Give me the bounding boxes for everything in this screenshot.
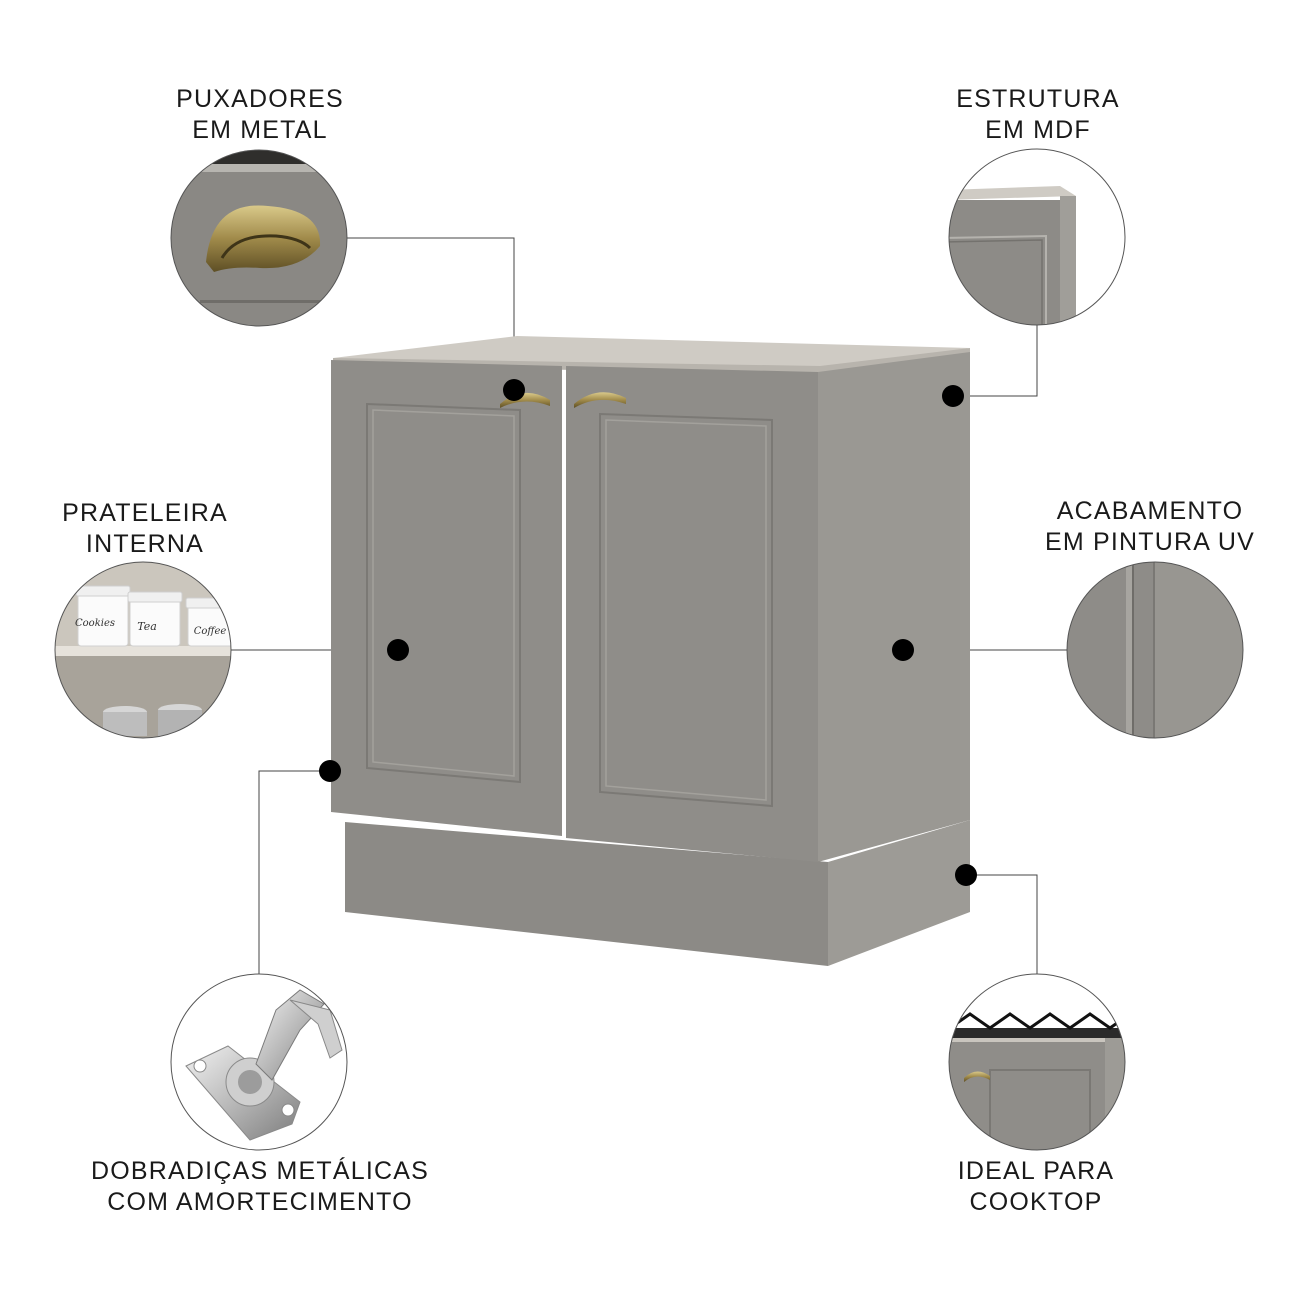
label-puxadores: PUXADORES EM METAL	[110, 84, 410, 146]
label-dobradicas-line2: COM AMORTECIMENTO	[107, 1188, 413, 1216]
label-estrutura: ESTRUTURA EM MDF	[888, 84, 1188, 146]
cabinet	[331, 336, 970, 966]
hinge-detail-image	[170, 973, 348, 1151]
marker-puxadores	[503, 379, 525, 401]
label-estrutura-line1: ESTRUTURA	[956, 85, 1120, 113]
leader-line-estrutura	[953, 325, 1038, 397]
label-acabamento: ACABAMENTO EM PINTURA UV	[1000, 496, 1300, 558]
cabinet-door-left	[331, 360, 562, 836]
label-ideal-line1: IDEAL PARA	[957, 1157, 1115, 1185]
marker-prateleira	[387, 639, 409, 661]
uv-paint-detail-image	[1066, 561, 1244, 739]
label-acabamento-line1: ACABAMENTO	[1056, 497, 1244, 525]
label-prateleira: PRATELEIRA INTERNA	[0, 498, 290, 560]
leader-line-ideal	[966, 874, 1038, 974]
label-ideal: IDEAL PARA COOKTOP	[886, 1156, 1186, 1218]
cabinet-door-right-panel-inner	[605, 419, 767, 801]
jar-label-coffee: Coffee	[194, 626, 227, 637]
cabinet-door-right-panel	[599, 412, 773, 808]
cabinet-plinth-side	[828, 820, 970, 966]
label-dobradicas-line1: DOBRADIÇAS METÁLICAS	[91, 1157, 429, 1185]
marker-ideal	[955, 864, 977, 886]
mdf-edge-detail-image	[948, 148, 1126, 326]
label-prateleira-line1: PRATELEIRA	[62, 499, 228, 527]
label-acabamento-line2: EM PINTURA UV	[1044, 528, 1256, 556]
cabinet-handle-right	[574, 392, 626, 408]
label-dobradicas: DOBRADIÇAS METÁLICAS COM AMORTECIMENTO	[40, 1156, 480, 1218]
label-puxadores-line2: EM METAL	[192, 116, 328, 144]
handle-detail-image	[170, 149, 348, 327]
marker-acabamento	[892, 639, 914, 661]
markers	[319, 379, 977, 886]
cabinet-door-right	[566, 366, 818, 862]
cabinet-side-panel	[818, 352, 970, 862]
jar-label-tea: Tea	[137, 620, 157, 633]
cooktop-detail-image	[948, 973, 1126, 1151]
label-ideal-line2: COOKTOP	[969, 1188, 1103, 1216]
cabinet-plinth-front	[345, 822, 828, 966]
marker-dobradicas	[319, 760, 341, 782]
cabinet-door-left-panel	[366, 402, 521, 784]
label-puxadores-line1: PUXADORES	[176, 85, 344, 113]
label-prateleira-line2: INTERNA	[85, 530, 205, 558]
shelf-detail-image: Cookies Tea Coffee	[54, 561, 232, 739]
leader-line-dobradicas	[258, 770, 330, 974]
cabinet-door-left-panel-inner	[372, 409, 515, 777]
marker-estrutura	[942, 385, 964, 407]
jar-label-cookies: Cookies	[75, 618, 115, 629]
label-estrutura-line2: EM MDF	[985, 116, 1091, 144]
